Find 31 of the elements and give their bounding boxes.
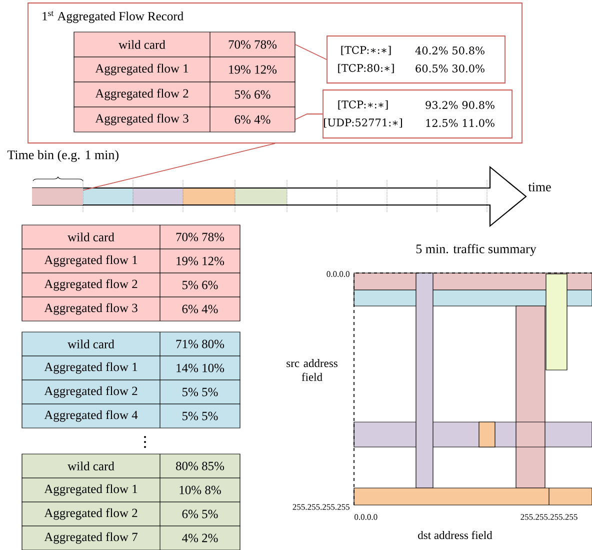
tick-label: 0.0.0.0 [354, 514, 378, 520]
table-row: Aggregated flow 1 14% 10% [22, 356, 240, 380]
chart-title: 5 min. traffic summary [416, 244, 536, 256]
tick-label: 0.0.0.0 [326, 271, 350, 277]
table-row: Aggregated flow 2 5% 5% [22, 380, 240, 404]
table-row: Aggregated flow 2 6% 5% [22, 502, 240, 526]
table-row: Aggregated flow 3 6% 4% [74, 106, 296, 132]
table-row: wild card 80% 85% [22, 454, 240, 478]
axis-label: time [528, 182, 551, 192]
leader-line [82, 143, 276, 191]
tick-label: 255.255.255.255 [520, 514, 578, 520]
table-row: Aggregated flow 1 10% 8% [22, 478, 240, 502]
leader-line [294, 44, 327, 60]
axis-label: dst address field [418, 530, 492, 540]
table-row: Aggregated flow 2 5% 6% [74, 82, 296, 108]
table-row: Aggregated flow 1 19% 12% [74, 56, 296, 82]
time-bin-label: Time bin (e.g. 1 min) [7, 150, 118, 162]
leader-line [294, 114, 323, 120]
table-row: wild card 70% 78% [22, 224, 240, 250]
table-row: wild card 71% 80% [22, 332, 240, 356]
table-row: Aggregated flow 7 4% 2% [22, 526, 240, 550]
table-row: wild card 70% 78% [74, 32, 296, 58]
time-bin-bar [32, 188, 83, 205]
callout-box: [TCP:∗:∗] 93.2% 90.8% [UDP:52771:∗] 12.5% 11.0% [322, 90, 512, 138]
table-row: Aggregated flow 4 5% 5% [22, 404, 240, 428]
table-row: Aggregated flow 2 5% 6% [22, 272, 240, 298]
axis-label: src address field [286, 359, 338, 381]
tick-label: 255.255.255.255 [292, 504, 350, 510]
callout-box: [TCP:∗:∗] 40.2% 50.8% [TCP:80:∗] 60.5% 30.0% [326, 36, 506, 84]
table-row: Aggregated flow 1 19% 12% [22, 248, 240, 274]
table-row: Aggregated flow 3 6% 4% [22, 296, 240, 322]
